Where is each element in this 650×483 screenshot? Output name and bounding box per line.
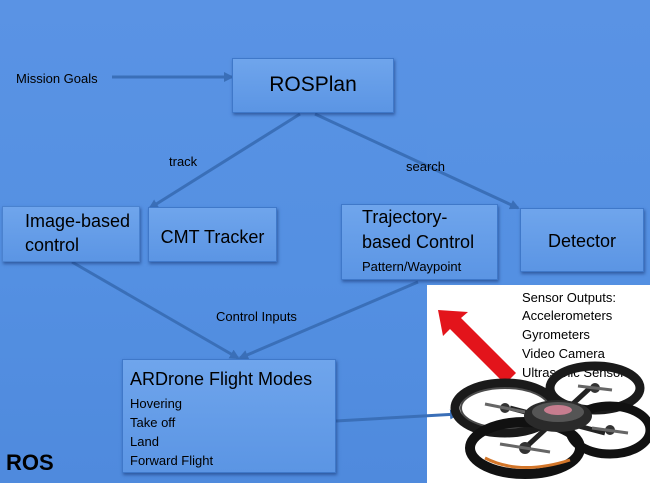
arrow-image-control-to-ardrone: [71, 260, 240, 360]
arrow-ardrone-to-drone: [335, 409, 460, 423]
drone-icon: [450, 361, 650, 479]
sensor-output-item: Video Camera: [522, 346, 605, 361]
ardrone-flight-modes-node: ARDrone Flight Modes Hovering Take off L…: [122, 359, 336, 473]
sensor-outputs-title: Sensor Outputs:: [522, 290, 616, 305]
trajectory-control-sub: Pattern/Waypoint: [362, 259, 462, 274]
cmt-tracker-node: CMT Tracker: [148, 207, 277, 262]
search-label: search: [406, 159, 446, 174]
detector-title: Detector: [547, 231, 617, 251]
trajectory-control-node: Trajectory- based Control Pattern/Waypoi…: [341, 204, 498, 280]
ros-label: ROS: [6, 450, 54, 475]
rosplan-node: ROSPlan: [232, 58, 394, 113]
flight-mode-item: Forward Flight: [130, 453, 214, 468]
arrow-rosplan-to-image-control: [148, 112, 301, 210]
arrow-trajectory-to-ardrone: [238, 280, 419, 360]
sensor-output-item: Accelerometers: [522, 308, 613, 323]
image-based-control-line1: Image-based: [25, 211, 131, 231]
image-based-control-line2: control: [25, 235, 80, 255]
arrow-rosplan-to-detector: [314, 112, 520, 210]
flight-mode-item: Land: [130, 434, 159, 449]
ardrone-title: ARDrone Flight Modes: [130, 369, 313, 389]
trajectory-control-line2: based Control: [362, 232, 475, 252]
flight-mode-item: Take off: [130, 415, 176, 430]
track-label: track: [169, 154, 198, 169]
control-inputs-label: Control Inputs: [216, 309, 297, 324]
rosplan-title: ROSPlan: [269, 73, 357, 96]
sensor-output-item: Gyrometers: [522, 327, 590, 342]
detector-node: Detector: [520, 208, 644, 272]
sensor-highlight-arrow: [438, 310, 516, 384]
mission-goals-label: Mission Goals: [16, 71, 98, 86]
trajectory-control-line1: Trajectory-: [362, 207, 448, 227]
flight-mode-item: Hovering: [130, 396, 183, 411]
ardrone-quadcopter-image: [450, 361, 650, 479]
cmt-tracker-title: CMT Tracker: [160, 227, 265, 247]
image-based-control-node: Image-based control: [2, 206, 140, 262]
